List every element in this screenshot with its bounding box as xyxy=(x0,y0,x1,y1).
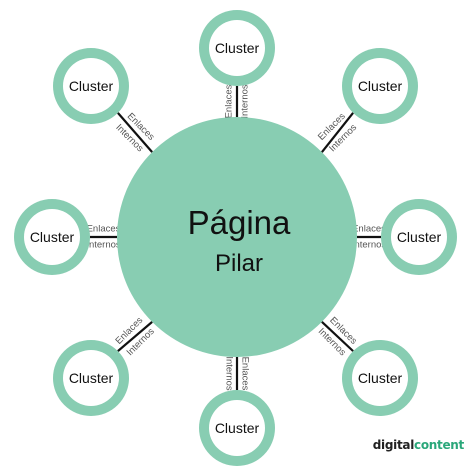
link-label-internos-left: Internos xyxy=(86,240,121,251)
link-label-internos-bottom: Internos xyxy=(223,356,234,391)
link-line-top-left xyxy=(117,112,153,153)
link-label-enlaces-right: Enlaces xyxy=(352,224,386,235)
cluster-label-top-left: Cluster xyxy=(69,78,114,94)
brand-part-digital: digital xyxy=(372,438,415,452)
link-line-top-right xyxy=(320,112,354,153)
link-label-enlaces-left: Enlaces xyxy=(87,224,121,235)
cluster-label-top: Cluster xyxy=(215,40,260,56)
link-label-enlaces-bottom: Enlaces xyxy=(239,357,250,391)
cluster-inner-bottom-left xyxy=(63,350,119,406)
cluster-inner-top-left xyxy=(63,58,119,114)
nodes-layer: ClusterClusterClusterClusterClusterClust… xyxy=(14,10,457,466)
cluster-label-bottom-left: Cluster xyxy=(69,370,114,386)
cluster-label-left: Cluster xyxy=(30,229,75,245)
link-line-bottom-left xyxy=(117,321,153,352)
pillar-circle xyxy=(117,117,357,357)
link-line-bottom-right xyxy=(321,321,354,352)
cluster-inner-top xyxy=(209,20,265,76)
pillar-subtitle: Pilar xyxy=(215,250,263,277)
pillar-title: Página xyxy=(188,204,291,241)
cluster-inner-bottom xyxy=(209,400,265,456)
cluster-inner-right xyxy=(391,209,447,265)
link-label-enlaces-top: Enlaces xyxy=(224,84,235,118)
cluster-label-right: Cluster xyxy=(397,229,442,245)
cluster-inner-top-right xyxy=(352,58,408,114)
link-label-internos-right: Internos xyxy=(352,240,387,251)
cluster-inner-left xyxy=(24,209,80,265)
brand-logo: digitalcontent xyxy=(372,438,465,452)
cluster-label-top-right: Cluster xyxy=(358,78,403,94)
cluster-label-bottom-right: Cluster xyxy=(358,370,403,386)
cluster-inner-bottom-right xyxy=(352,350,408,406)
link-label-internos-top: Internos xyxy=(240,84,251,119)
brand-part-content: content xyxy=(414,438,464,452)
cluster-label-bottom: Cluster xyxy=(215,420,260,436)
